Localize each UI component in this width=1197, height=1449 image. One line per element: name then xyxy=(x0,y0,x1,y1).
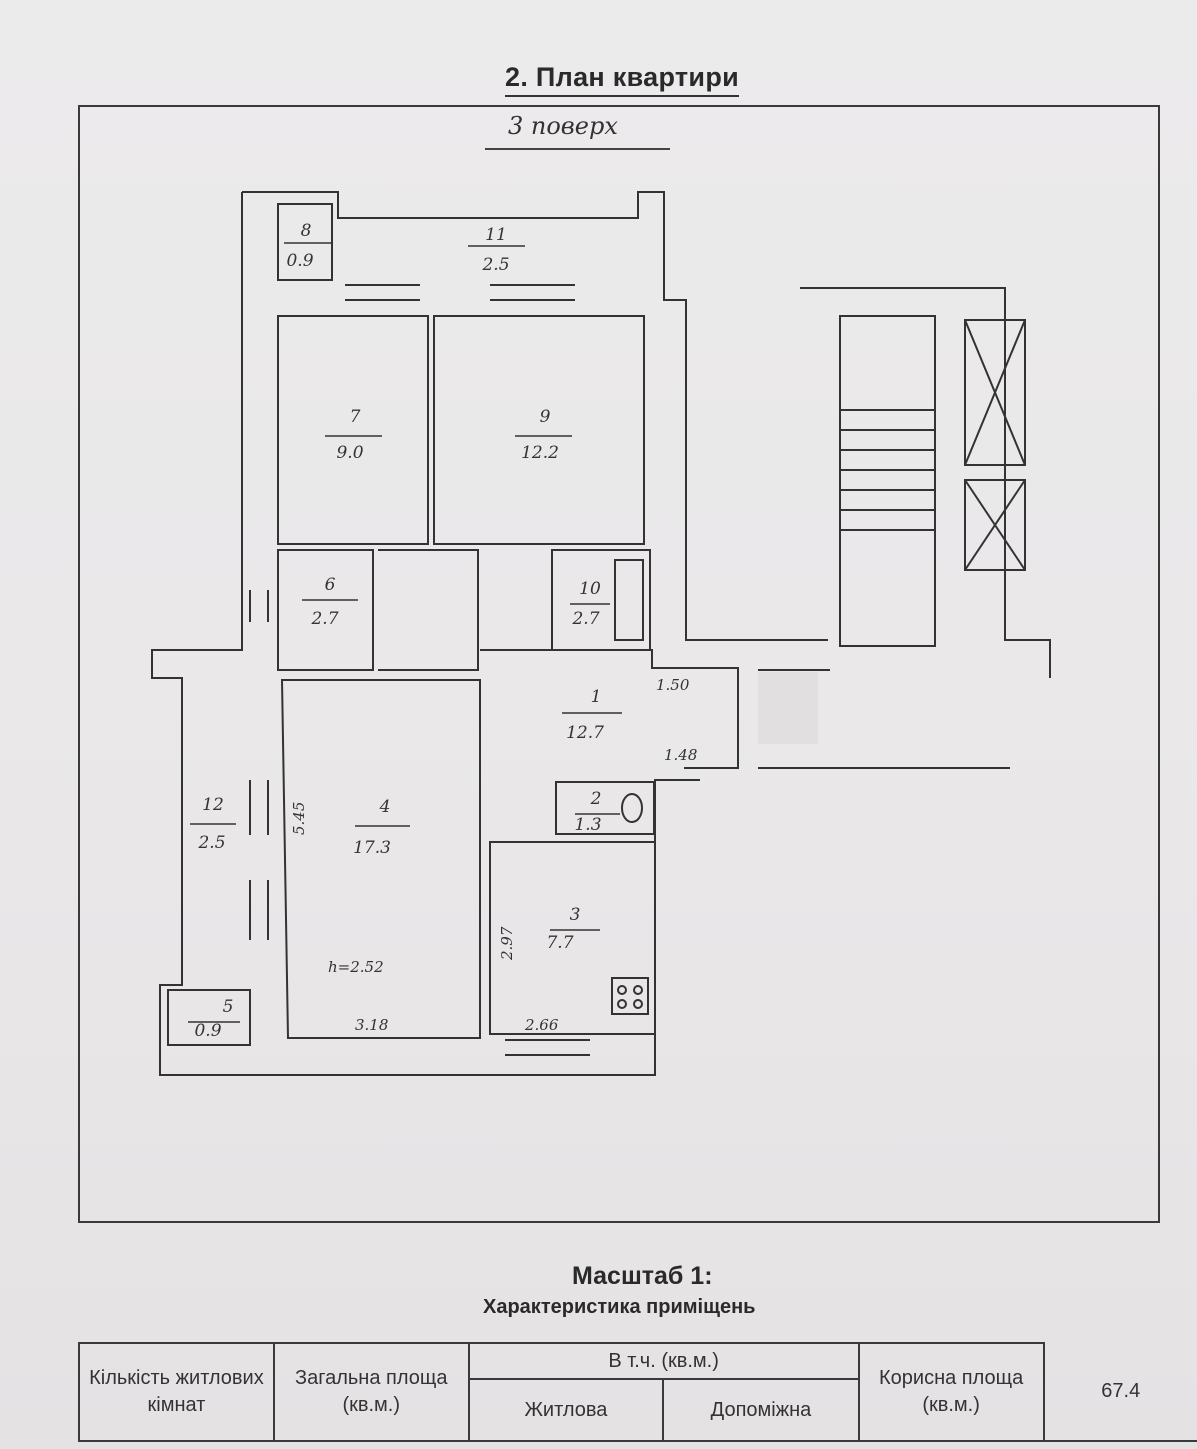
room-8-num: 8 xyxy=(301,221,312,241)
stairwell-wall xyxy=(800,287,1051,678)
room-6-num: 6 xyxy=(325,575,336,595)
wall-outline-top xyxy=(242,191,828,641)
room-12-area: 2.5 xyxy=(197,833,225,853)
elevator-shaft-2 xyxy=(964,479,1026,571)
room-9-num: 9 xyxy=(540,407,551,427)
corridor-walls xyxy=(378,549,479,671)
room-9-area: 12.2 xyxy=(521,443,559,463)
room-9-walls xyxy=(433,315,645,545)
dim-266: 2.66 xyxy=(524,1016,559,1034)
col-useful-value: 67.4 xyxy=(1042,1343,1197,1442)
dim-297: 2.97 xyxy=(498,926,516,961)
room-3-num: 3 xyxy=(570,905,581,925)
entry-shade xyxy=(758,672,818,744)
room-10-num: 10 xyxy=(579,579,601,599)
room-8-walls xyxy=(277,203,333,281)
dim-148: 1.48 xyxy=(664,746,697,764)
room-1-num: 1 xyxy=(591,687,602,707)
floor-note: 3 поверх xyxy=(508,112,618,140)
room-8-area: 0.9 xyxy=(286,251,313,271)
room-5-walls xyxy=(167,989,251,1046)
room-10-walls xyxy=(551,549,651,651)
col-incl-header: В т.ч. (кв.м.) xyxy=(467,1342,860,1380)
stair-flight xyxy=(839,315,936,647)
window-top xyxy=(345,284,575,301)
window-left-lower xyxy=(249,780,269,940)
room-3-walls xyxy=(489,841,656,1035)
wall-outline-left xyxy=(151,192,700,1076)
ceiling-height: h=2.52 xyxy=(328,958,384,976)
room-2-walls xyxy=(555,781,655,835)
plan-frame xyxy=(78,105,1160,1223)
col-aux-header: Допоміжна xyxy=(662,1378,860,1442)
room-7-walls xyxy=(277,315,429,545)
stove xyxy=(611,977,649,1015)
col-living-header: Житлова xyxy=(467,1378,665,1442)
room-2-area: 1.3 xyxy=(574,815,601,835)
room-4-area: 17.3 xyxy=(353,838,391,858)
room-5-num: 5 xyxy=(223,997,234,1017)
col-total-header: Загальна площа (кв.м.) xyxy=(272,1342,470,1442)
window-left-upper xyxy=(249,590,269,622)
room-6-walls xyxy=(277,549,374,671)
elevator-shaft-1 xyxy=(964,319,1026,466)
room-4-num: 4 xyxy=(379,797,391,817)
entry-landing xyxy=(758,669,1010,769)
characteristics-heading: Характеристика приміщень xyxy=(483,1296,756,1318)
room-12-num: 12 xyxy=(202,795,224,815)
hall-walls xyxy=(480,649,739,769)
page-title: 2. План квартири xyxy=(505,62,740,97)
window-bottom xyxy=(505,1039,590,1056)
floor-note-underline xyxy=(485,148,670,150)
room-5-area: 0.9 xyxy=(194,1021,221,1041)
room-11-area: 2.5 xyxy=(481,255,509,275)
col-useful-header: Корисна площа (кв.м.) xyxy=(857,1342,1045,1442)
col-rooms-header: Кількість житлових кімнат xyxy=(78,1342,275,1442)
room-7-area: 9.0 xyxy=(336,443,363,463)
bathtub xyxy=(614,559,644,641)
premises-summary-table: Кількість житлових кімнат Загальна площа… xyxy=(78,1342,1197,1442)
room-3-area: 7.7 xyxy=(546,933,573,953)
room-4-walls xyxy=(280,679,481,1039)
scale-label: Масштаб 1: xyxy=(572,1262,713,1290)
room-10-area: 2.7 xyxy=(571,609,599,629)
toilet xyxy=(621,793,643,823)
room-7-num: 7 xyxy=(350,407,361,427)
dim-318: 3.18 xyxy=(355,1016,388,1034)
dim-545: 5.45 xyxy=(290,802,308,835)
room-11-num: 11 xyxy=(485,225,507,245)
room-2-num: 2 xyxy=(590,789,602,809)
room-6-area: 2.7 xyxy=(310,609,338,629)
dim-150: 1.50 xyxy=(656,676,690,694)
room-1-area: 12.7 xyxy=(566,723,604,743)
